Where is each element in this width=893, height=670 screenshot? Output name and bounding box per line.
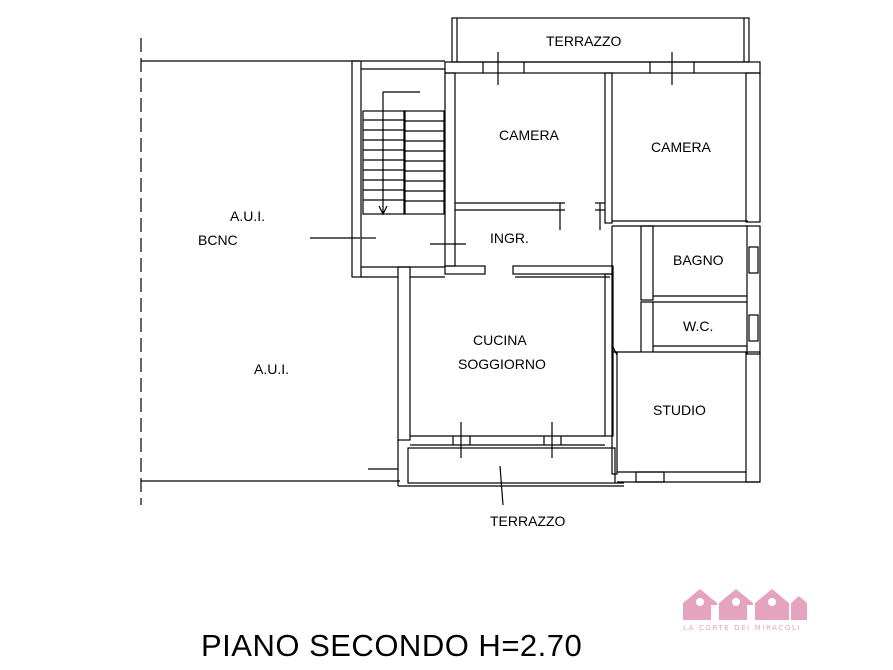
plan-title: PIANO SECONDO H=2.70: [201, 628, 583, 663]
room-label-bagno: BAGNO: [673, 252, 724, 268]
room-label-studio: STUDIO: [653, 402, 706, 418]
room-label-aui: A.U.I.: [254, 361, 289, 377]
wall-bedroom-left-west: [444, 72, 456, 267]
room-label-wc: W.C.: [683, 318, 713, 334]
room-label-terrazzo-bottom: TERRAZZO: [490, 513, 566, 529]
room-label-camera-left: CAMERA: [499, 127, 560, 143]
room-label-ingresso: INGR.: [490, 230, 529, 246]
wall-kitchen-west: [397, 266, 411, 441]
room-label-soggiorno: SOGGIORNO: [458, 356, 546, 372]
room-label-aui-bcnc-2: BCNC: [198, 232, 238, 248]
terrace-bottom: [407, 447, 616, 484]
logo-houses: [683, 589, 807, 620]
room-label-terrazzo-top: TERRAZZO: [546, 33, 622, 49]
staircase: [362, 91, 445, 216]
stair-wall-left: [351, 60, 362, 278]
room-label-camera-right: CAMERA: [651, 139, 712, 155]
logo-text: LA CORTE DEI MIRACOLI: [683, 624, 802, 632]
wall-bathroom-west: [640, 225, 654, 301]
room-label-aui-bcnc-1: A.U.I.: [230, 208, 265, 224]
room-label-cucina: CUCINA: [473, 332, 527, 348]
wall-bedroom-divider: [604, 72, 613, 224]
